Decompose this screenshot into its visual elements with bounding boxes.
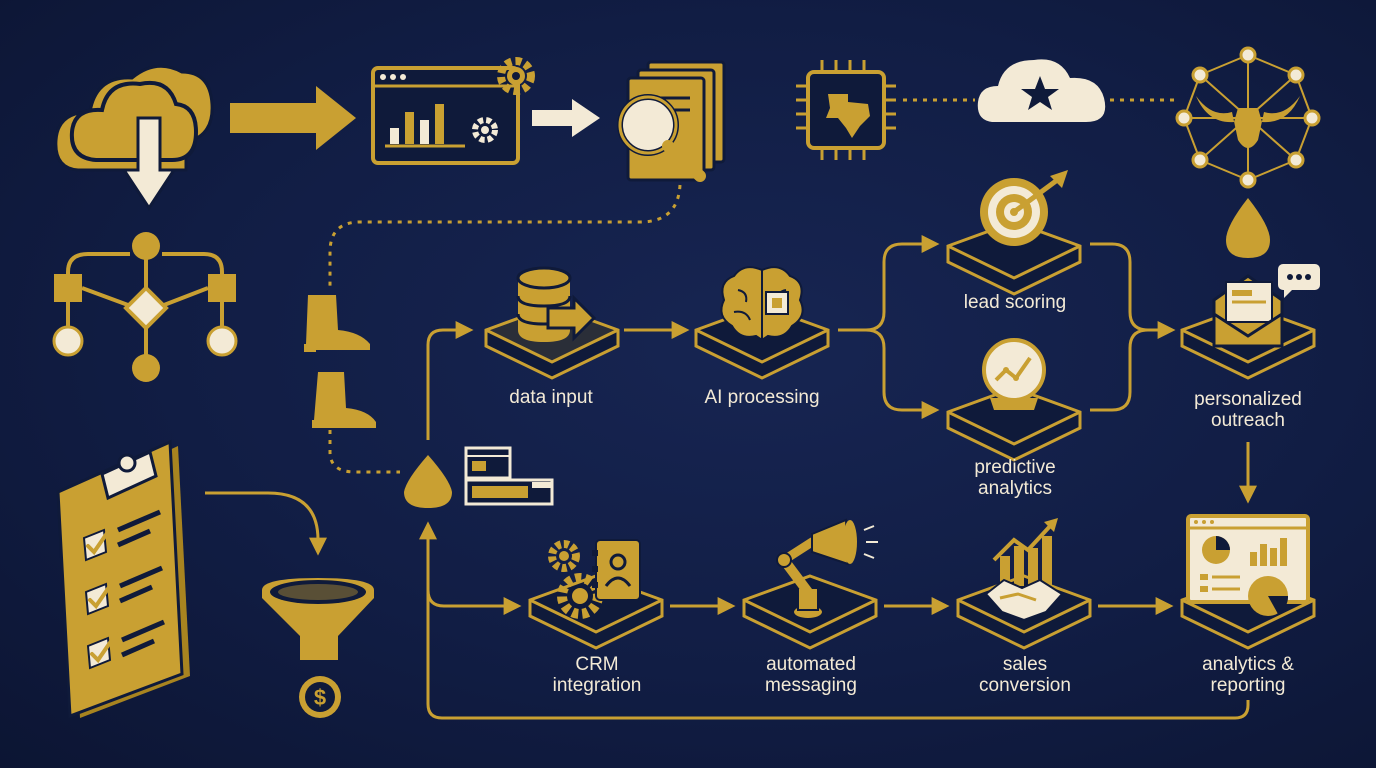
label-sales-line2: conversion	[979, 675, 1071, 696]
label-ai-processing: AI processing	[667, 387, 857, 408]
arrow-clipboard-to-funnel	[205, 491, 327, 556]
label-messaging-line1: automated	[766, 654, 856, 675]
label-messaging-line2: messaging	[765, 675, 857, 696]
svg-text:$: $	[314, 685, 326, 710]
flowchart-icon	[52, 232, 238, 382]
arrow-to-lead-scoring	[838, 235, 940, 332]
label-analytics-line2: reporting	[1210, 675, 1286, 696]
label-data-input-text: data input	[509, 387, 593, 408]
document-search-icon	[617, 60, 726, 182]
dollar-coin-icon: $	[299, 676, 341, 718]
label-crm-line2: integration	[552, 675, 642, 696]
label-automated-messaging: automated messaging	[716, 654, 906, 696]
crystal-ball-icon	[982, 338, 1046, 410]
label-crm-integration: CRM integration	[502, 654, 692, 696]
arrow-predictive-to-outreach	[1090, 328, 1149, 412]
arrow-to-data-input	[426, 321, 474, 440]
label-data-input: data input	[456, 387, 646, 408]
arrow-feedback-loop	[419, 521, 1250, 720]
dotted-link-top	[328, 184, 682, 290]
label-predictive-line1: predictive	[974, 457, 1056, 478]
target-icon	[980, 170, 1068, 246]
texas-chip-icon	[796, 60, 896, 160]
robot-megaphone-icon	[776, 518, 878, 618]
label-crm-line1: CRM	[575, 654, 619, 675]
label-ai-processing-text: AI processing	[704, 387, 820, 408]
platform-predictive-analytics	[946, 386, 1082, 462]
label-personalized-outreach: personalized outreach	[1153, 389, 1343, 431]
gears-contact-icon	[548, 539, 641, 619]
guitar-pick-icon	[404, 455, 452, 508]
label-predictive-analytics: predictive analytics	[920, 457, 1110, 499]
envelope-chat-icon	[1212, 264, 1320, 348]
cloud-download-icon	[54, 64, 214, 211]
brain-chip-icon	[720, 266, 804, 342]
label-sales-line1: sales	[1002, 654, 1048, 675]
arrow-right-cream	[532, 99, 600, 137]
label-sales-conversion: sales conversion	[930, 654, 1120, 696]
label-analytics-reporting: analytics & reporting	[1153, 654, 1343, 696]
database-arrow-icon	[516, 266, 597, 342]
label-lead-scoring: lead scoring	[920, 292, 1110, 313]
clipboard-checklist-icon	[56, 439, 190, 719]
browser-windows-icon	[464, 446, 554, 506]
big-arrow-right	[230, 86, 356, 150]
label-predictive-line2: analytics	[978, 478, 1052, 499]
star-cloud-icon	[977, 59, 1106, 122]
guitar-pick-icon-2	[1226, 198, 1270, 258]
dashboard-gear-icon	[371, 57, 535, 165]
longhorn-network-icon	[1175, 46, 1321, 189]
label-lead-scoring-text: lead scoring	[963, 292, 1067, 313]
label-outreach-line1: personalized	[1194, 389, 1302, 410]
arrow-to-crm	[426, 589, 522, 615]
platform-lead-scoring	[946, 220, 1082, 296]
handshake-chart-icon	[984, 518, 1064, 622]
connectors	[205, 98, 1257, 720]
funnel-icon	[262, 578, 374, 660]
label-outreach-line2: outreach	[1211, 410, 1285, 431]
label-analytics-line1: analytics &	[1202, 654, 1294, 675]
cowboy-boot-icon	[304, 295, 376, 428]
dotted-link-boots	[328, 420, 400, 474]
report-charts-icon	[1186, 514, 1310, 616]
arrow-lead-to-outreach	[1090, 242, 1176, 339]
arrow-to-predictive	[865, 328, 940, 419]
